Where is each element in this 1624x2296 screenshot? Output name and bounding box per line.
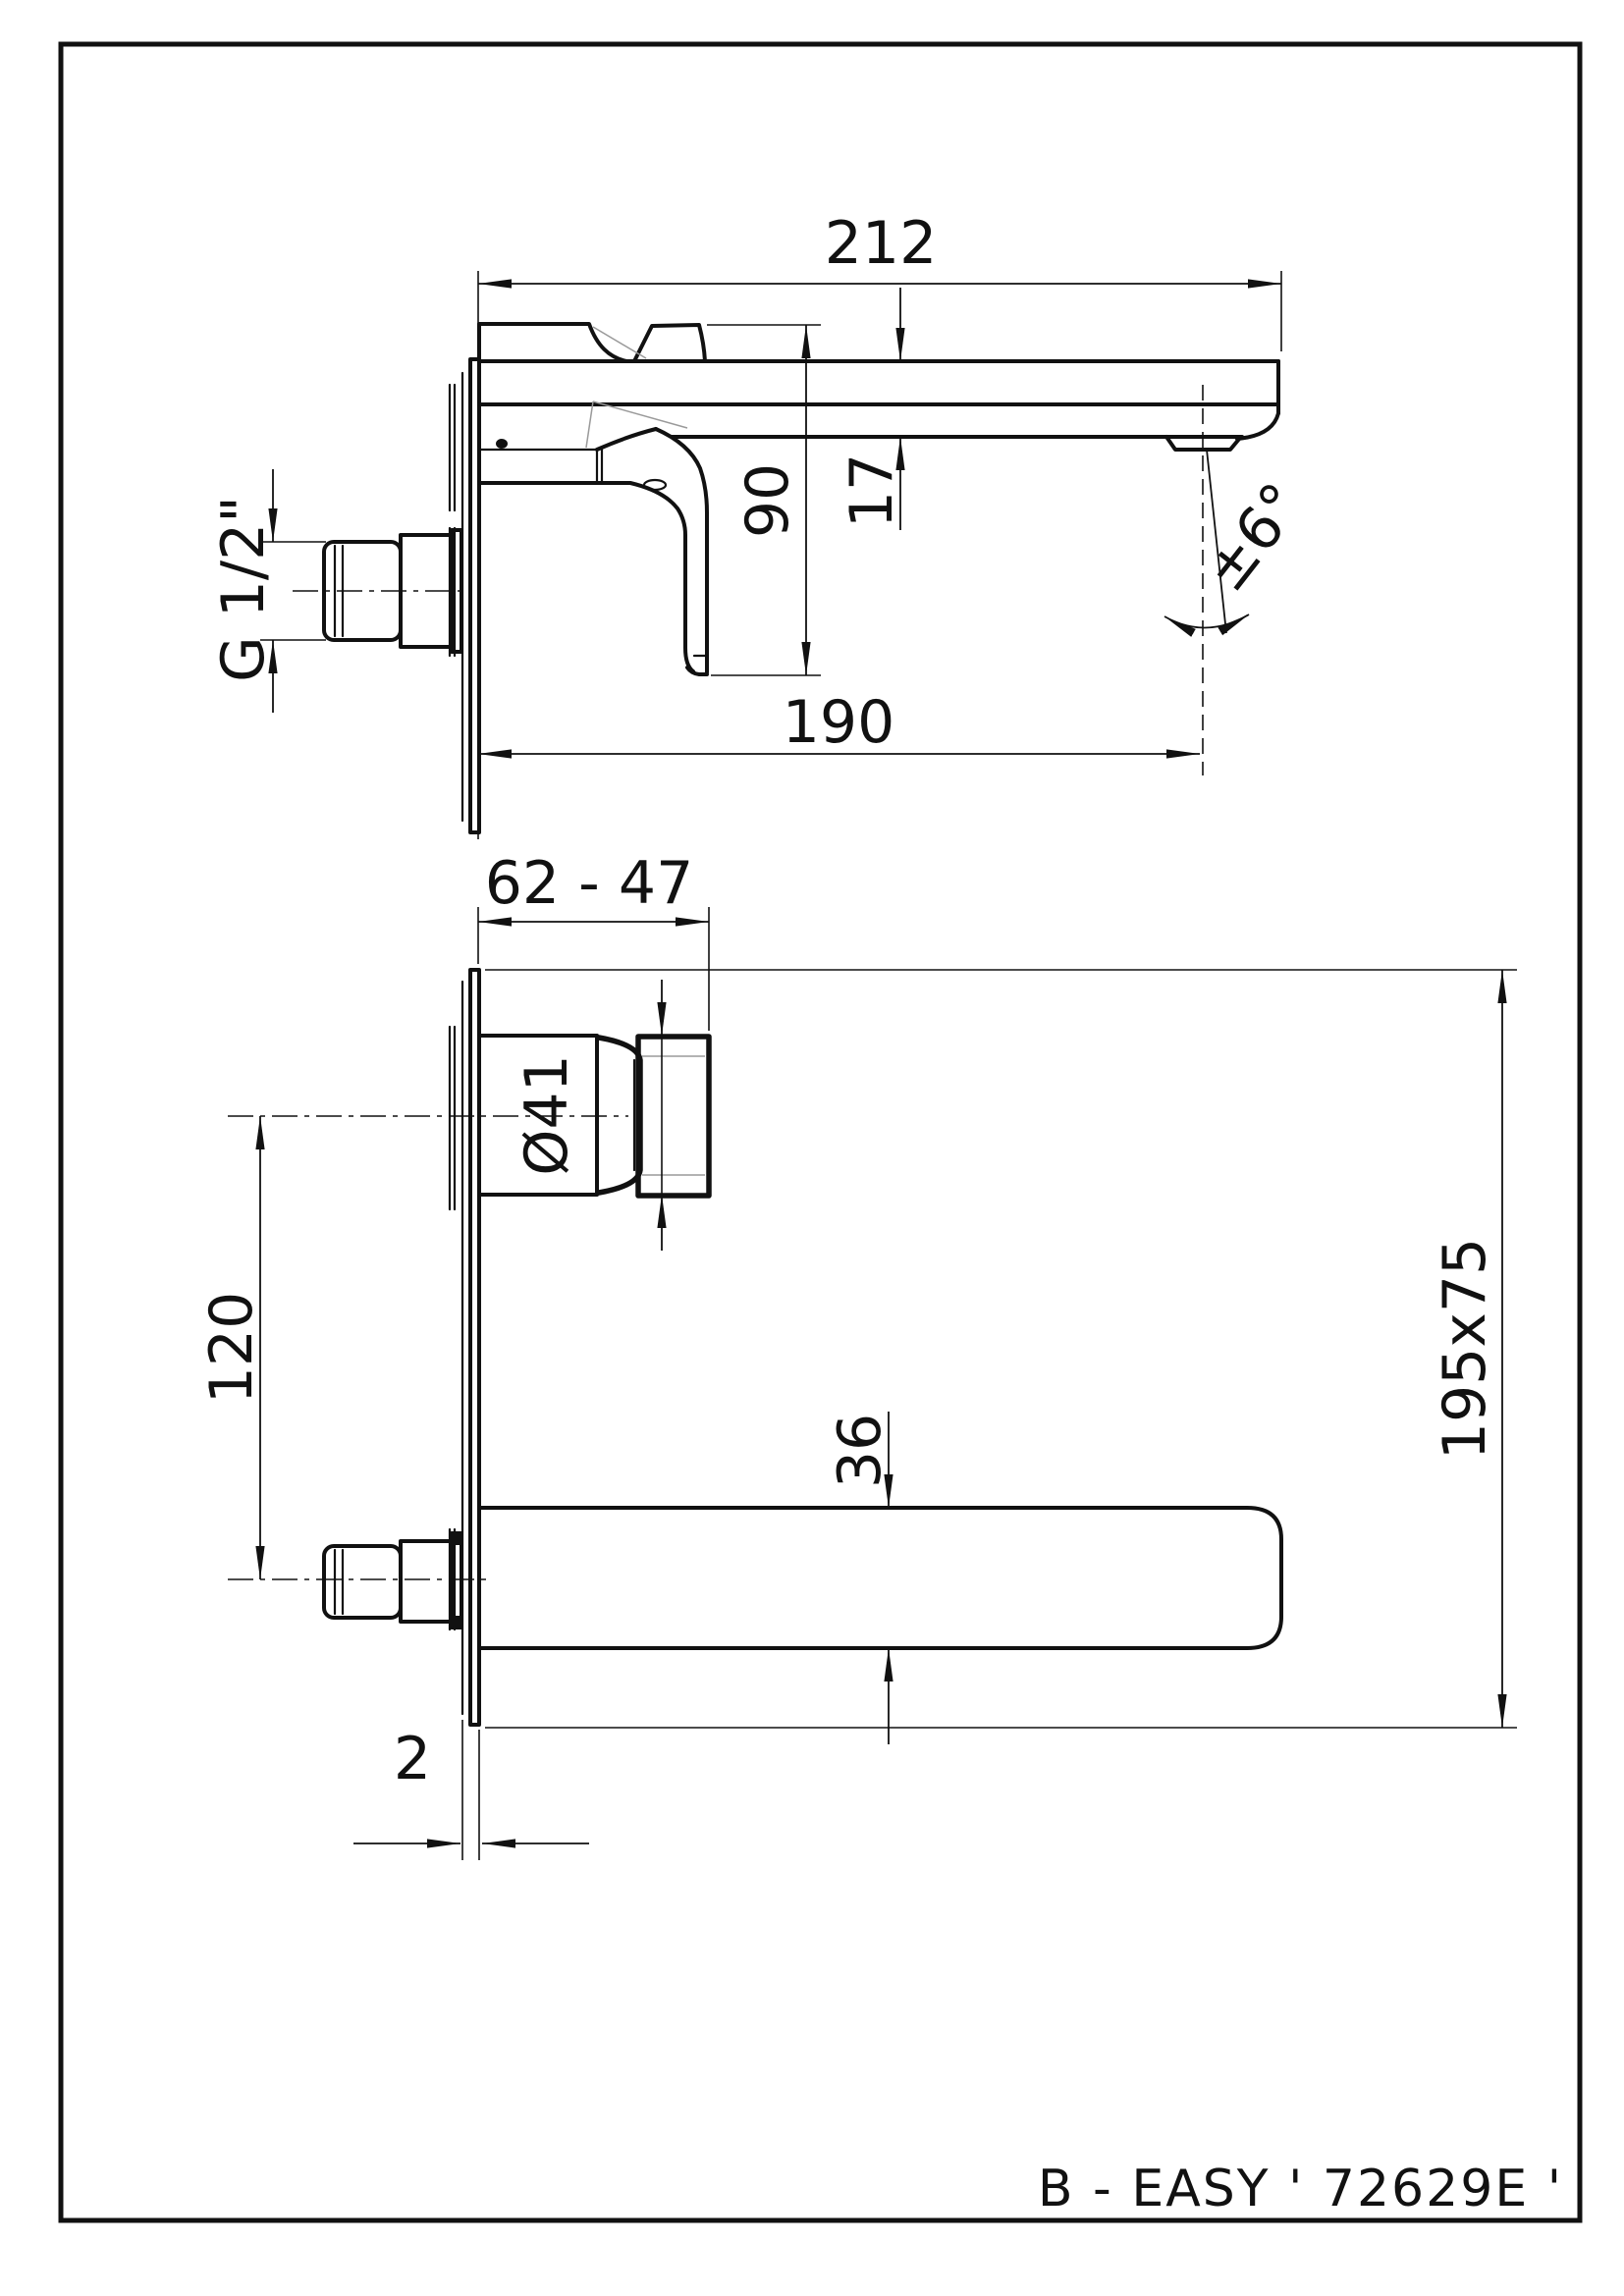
dim-inlet-thread: G 1/2" bbox=[209, 469, 326, 713]
dim-label-thread: G 1/2" bbox=[209, 496, 278, 682]
dim-label-120: 120 bbox=[197, 1292, 266, 1405]
dim-plate-thickness: 2 bbox=[353, 1720, 589, 1860]
dim-label-195x75: 195x75 bbox=[1431, 1238, 1499, 1460]
dim-label-17: 17 bbox=[838, 454, 906, 528]
dim-axis-spacing: 120 bbox=[197, 1116, 266, 1579]
dim-spout-overall-length: 212 bbox=[477, 209, 1282, 351]
set-screw bbox=[496, 439, 508, 449]
inlet-nipple-side bbox=[293, 528, 471, 654]
spout-plan bbox=[477, 1506, 1283, 1650]
dim-label-62-47: 62 - 47 bbox=[485, 849, 694, 918]
dim-label-90: 90 bbox=[733, 463, 802, 538]
plan-view: 62 - 47 Ø41 120 36 195x75 bbox=[197, 849, 1517, 1860]
title-product-code: B - EASY ' 72629E ' bbox=[1038, 2160, 1563, 2218]
cartridge-cap-side bbox=[477, 322, 707, 363]
dim-label-36: 36 bbox=[826, 1414, 894, 1488]
dim-projection-range: 62 - 47 bbox=[477, 849, 710, 1031]
dim-label-212: 212 bbox=[825, 209, 938, 278]
dim-aerator-distance: 190 bbox=[477, 688, 1200, 839]
dim-height-to-lever-tip: 90 bbox=[707, 324, 821, 676]
handle-plan bbox=[228, 1034, 712, 1199]
sheet-border bbox=[58, 41, 1583, 2223]
wall-plate-plan bbox=[448, 968, 481, 1727]
side-view: 212 90 17 190 ±6° G 1/2" bbox=[209, 209, 1317, 839]
lever-cap bbox=[642, 478, 668, 492]
dim-spout-width: 36 bbox=[826, 1412, 894, 1744]
spout-side bbox=[477, 359, 1280, 452]
dim-label-190: 190 bbox=[783, 688, 895, 757]
dim-handle-diameter: Ø41 bbox=[513, 980, 667, 1251]
aerator-outlet bbox=[1164, 435, 1242, 452]
body-and-lever-side bbox=[477, 400, 709, 676]
swivel-angle-side bbox=[1164, 385, 1250, 775]
dim-label-41: Ø41 bbox=[513, 1054, 581, 1176]
dim-label-angle: ±6° bbox=[1191, 470, 1317, 604]
inlet-nipple-plan bbox=[228, 1531, 486, 1629]
wall-plate-side bbox=[448, 357, 481, 834]
dim-plate-size: 195x75 bbox=[485, 969, 1517, 1729]
dim-label-2: 2 bbox=[394, 1725, 431, 1793]
dim-spout-thickness: 17 bbox=[838, 288, 906, 530]
